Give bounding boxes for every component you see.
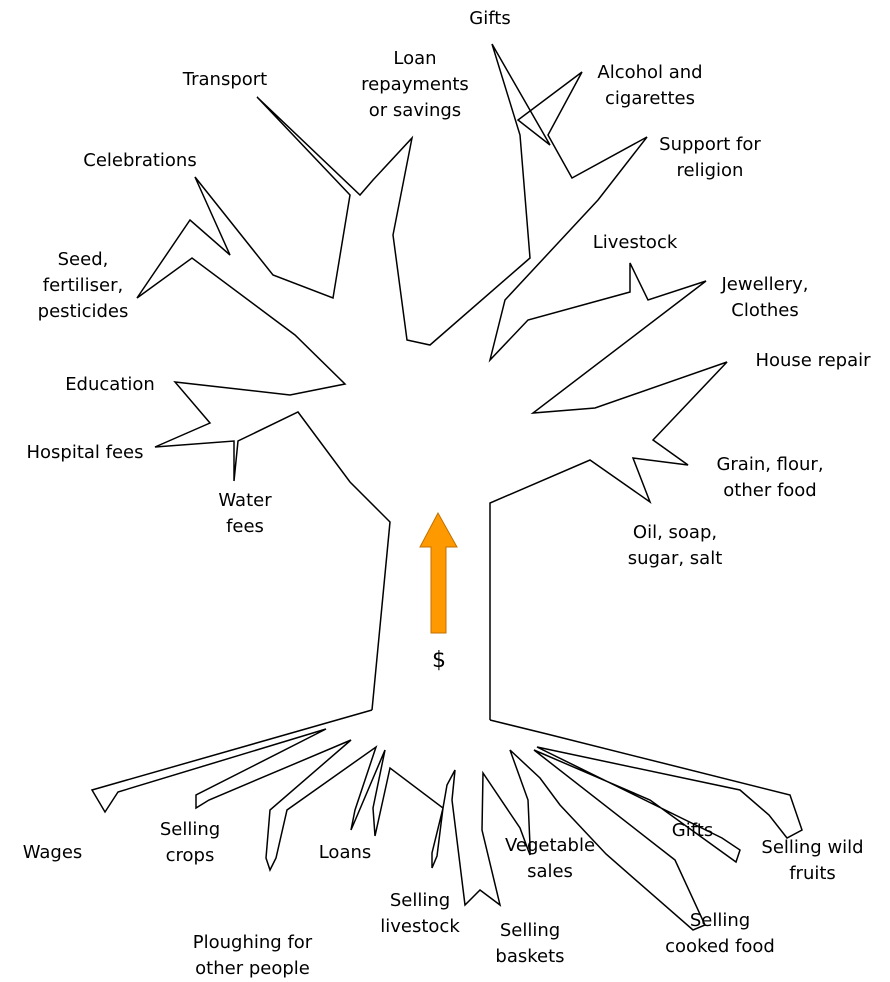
label-wages: Wages	[5, 840, 100, 866]
label-livestock-top: Livestock	[575, 230, 695, 256]
label-loans: Loans	[305, 840, 385, 866]
label-oil: Oil, soap, sugar, salt	[605, 520, 745, 572]
label-selling-wild-fruits: Selling wild fruits	[740, 835, 885, 887]
label-loan-repayments: Loan repayments or savings	[350, 46, 480, 124]
label-water: Water fees	[190, 488, 300, 540]
label-jewellery: Jewellery, Clothes	[705, 272, 825, 324]
label-selling-livestock: Selling livestock	[360, 888, 480, 940]
label-ploughing: Ploughing for other people	[170, 930, 335, 982]
label-transport: Transport	[165, 67, 285, 93]
label-selling-baskets: Selling baskets	[480, 918, 580, 970]
label-selling-crops: Selling crops	[140, 817, 240, 869]
label-selling-cooked-food: Selling cooked food	[650, 908, 790, 960]
label-hospital: Hospital fees	[10, 440, 160, 466]
label-education: Education	[45, 372, 175, 398]
money-flow-arrow	[420, 513, 457, 633]
label-vegetable-sales: Vegetable sales	[485, 833, 615, 885]
dollar-label: $	[426, 648, 452, 674]
label-religion: Support for religion	[645, 132, 775, 184]
label-seed: Seed, fertiliser, pesticides	[18, 247, 148, 325]
label-alcohol: Alcohol and cigarettes	[585, 60, 715, 112]
label-celebrations: Celebrations	[65, 148, 215, 174]
label-grain: Grain, flour, other food	[700, 452, 840, 504]
label-gifts-root: Gifts	[655, 818, 730, 844]
label-house-repair: House repair	[738, 348, 888, 374]
label-gifts-top: Gifts	[450, 6, 530, 32]
